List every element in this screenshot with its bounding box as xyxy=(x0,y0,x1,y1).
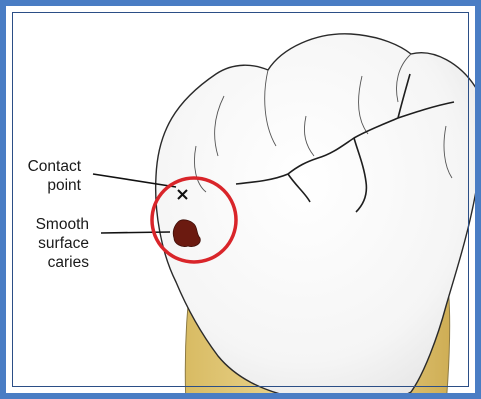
caries-label-line2: surface xyxy=(36,234,89,253)
tooth-diagram xyxy=(6,6,481,399)
caries-label-line1: Smooth xyxy=(36,215,89,234)
contact-point-label: Contact point xyxy=(28,157,81,195)
caries-leader xyxy=(101,232,170,233)
caries-label-line3: caries xyxy=(36,253,89,272)
contact-point-label-line1: Contact xyxy=(28,157,81,176)
smooth-surface-caries-label: Smooth surface caries xyxy=(36,215,89,272)
contact-point-label-line2: point xyxy=(28,176,81,195)
